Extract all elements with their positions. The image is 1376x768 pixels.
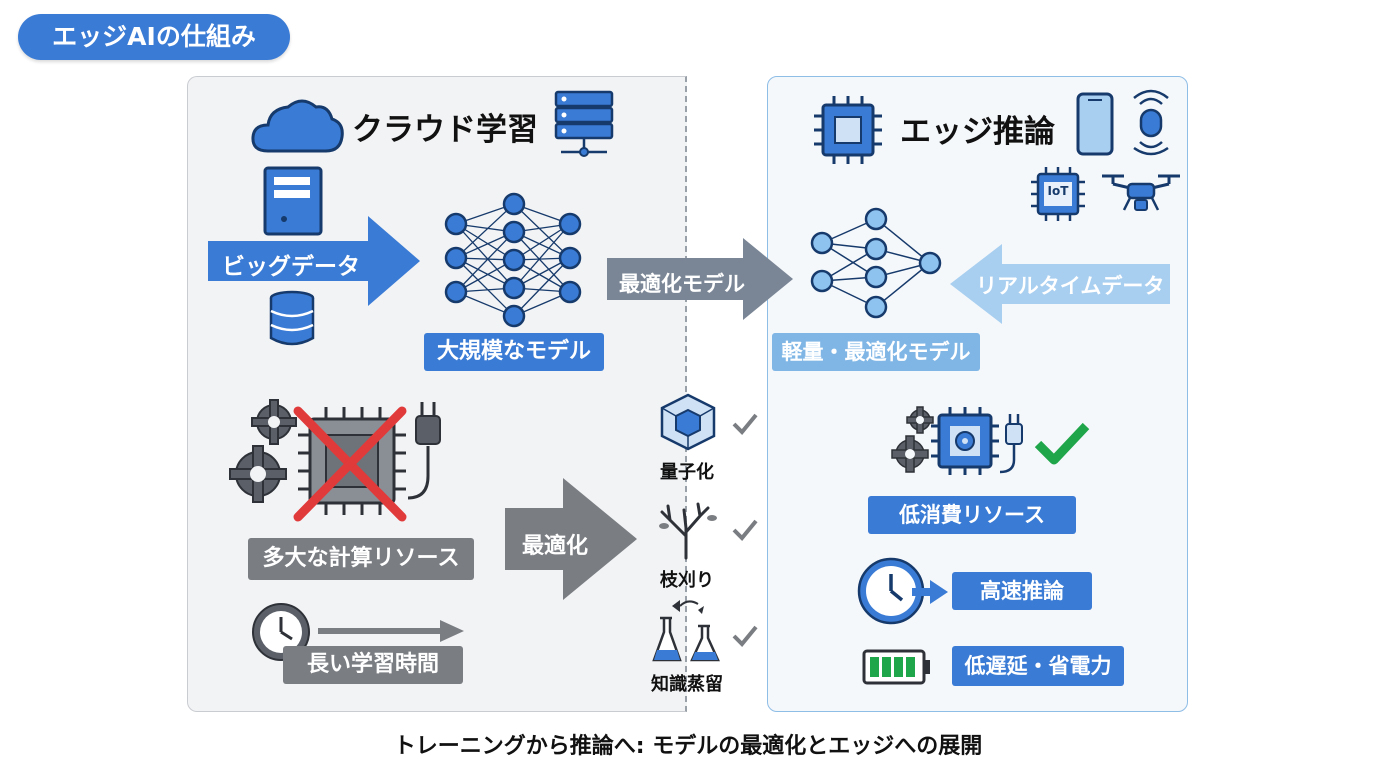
low-latency-label: 低遅延・省電力 (952, 646, 1124, 686)
drone-icon (1102, 174, 1180, 211)
big-data-label: ビッグデータ (222, 254, 360, 280)
sensor-icon (1133, 89, 1169, 156)
time-arrow (318, 620, 464, 642)
training-time-label: 長い学習時間 (283, 646, 463, 684)
battery-icon (862, 649, 930, 685)
cross-icon (293, 406, 407, 522)
optimized-model-arrow (607, 238, 793, 320)
cube-icon (660, 393, 716, 451)
chip-icon (931, 407, 999, 475)
edge-heading: エッジ推論 (900, 114, 1055, 150)
footer-caption: トレーニングから推論へ: モデルの最適化とエッジへの展開 (393, 734, 983, 759)
technique-pruning: 枝刈り (660, 570, 714, 591)
cloud-icon (251, 99, 344, 153)
optimization-arrow (505, 478, 637, 600)
page-title: エッジAIの仕組み (18, 14, 290, 60)
big-data-arrow (208, 216, 420, 306)
realtime-data-label: リアルタイムデータ (976, 274, 1165, 298)
optimized-model-label: 最適化モデル (619, 272, 745, 296)
tree-icon (659, 502, 717, 560)
speed-arrow (912, 580, 948, 604)
iot-chip-icon: IoT (1030, 166, 1086, 222)
check-icon (732, 413, 758, 435)
neural-network-icon (810, 207, 942, 319)
realtime-data-arrow (950, 244, 1170, 324)
optimization-label: 最適化 (522, 534, 589, 559)
plug-icon (407, 402, 441, 500)
large-model-label: 大規模なモデル (424, 333, 604, 371)
neural-network-icon (444, 192, 582, 328)
light-model-label: 軽量・最適化モデル (772, 333, 980, 371)
flasks-icon (652, 600, 720, 662)
plug-icon (999, 414, 1023, 474)
check-icon (1034, 422, 1090, 465)
technique-distillation: 知識蒸留 (651, 674, 723, 695)
check-icon (732, 625, 758, 647)
resources-label: 多大な計算リソース (248, 538, 474, 580)
iot-chip-text: IoT (1047, 184, 1069, 198)
gears-icon (229, 399, 297, 503)
technique-quantization: 量子化 (660, 462, 714, 483)
tower-server-icon (263, 166, 323, 236)
chip-icon (814, 96, 882, 164)
fast-inference-label: 高速推論 (952, 572, 1092, 610)
database-icon (269, 290, 315, 346)
gears-icon (891, 406, 934, 473)
server-rack-icon (554, 90, 614, 157)
check-icon (732, 519, 758, 541)
cloud-heading: クラウド学習 (352, 112, 538, 148)
smartphone-icon (1076, 92, 1114, 156)
low-resource-label: 低消費リソース (868, 496, 1076, 534)
clock-icon (857, 557, 925, 625)
